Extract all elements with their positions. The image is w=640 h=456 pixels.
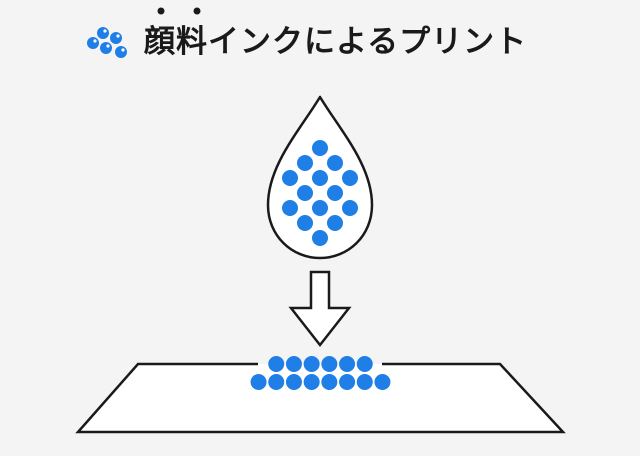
drop-particle [312,230,328,246]
paper-particle [268,374,285,390]
drop-particle [312,140,328,156]
page-title: 顔料インクによるプリント [144,24,528,60]
paper-particle [339,356,356,372]
drop-particle [312,170,328,186]
drop-particle [312,200,328,216]
paper-particle [285,374,302,390]
logo-dot-highlight [93,39,97,43]
pigment-dots-icon [87,27,127,58]
paper-particle [303,374,320,390]
logo-dot [97,27,109,39]
arrow-down-icon [288,270,352,348]
logo-dot-highlight [121,48,125,52]
paper-particle [303,356,320,372]
drop-particle [282,200,298,216]
drop-particle [327,215,343,231]
logo-dot-highlight [106,44,110,48]
paper-particle [374,374,391,390]
paper-particle [285,356,302,372]
drop-particle [342,170,358,186]
paper-particle [321,374,338,390]
drop-particle [297,215,313,231]
drop-particle [297,185,313,201]
logo-dot-highlight [116,34,120,38]
paper-particles [250,356,391,390]
drop-particle [327,185,343,201]
paper-particle [268,356,285,372]
paper-particle [250,374,267,390]
drop-particles [282,140,358,246]
emphasis-dots [157,7,201,15]
logo-dot [110,32,122,44]
logo-dot [115,46,127,58]
logo-dot-highlight [103,29,107,33]
paper-particle [356,356,373,372]
paper-particle [339,374,356,390]
paper-icon [75,362,566,434]
logo-dot [100,42,112,54]
drop-particle [327,155,343,171]
paper-particle [321,356,338,372]
logo-dot [87,37,99,49]
drop-particle [342,200,358,216]
drop-particle [297,155,313,171]
paper-particle [356,374,373,390]
drop-particle [282,170,298,186]
